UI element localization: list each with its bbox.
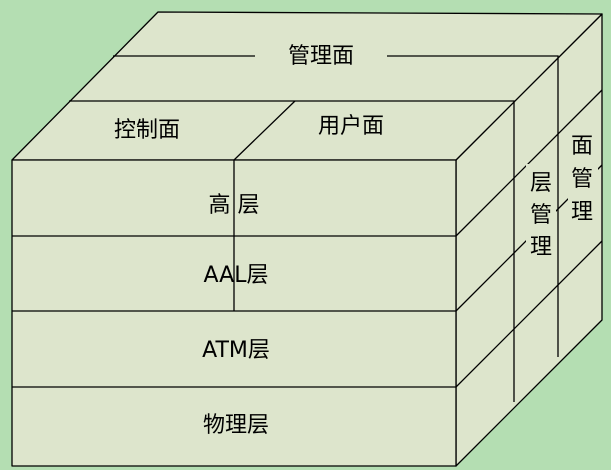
- layer-label-high: 高 层: [209, 193, 260, 218]
- plane-management-label-char-3: 理: [571, 200, 593, 225]
- layer-management-label-char-1: 层: [530, 171, 552, 196]
- top-layer-management-boundary: [69, 100, 515, 402]
- layer-management-label-char-2: 管: [530, 203, 552, 228]
- layer-label-aal: AAL层: [204, 263, 269, 288]
- side-divider-3: [455, 240, 603, 388]
- control-user-split-top: [233, 100, 296, 161]
- management-plane-label-bg: [255, 38, 387, 72]
- control-plane-label: 控制面: [114, 118, 180, 143]
- layer-management-label-bg: [526, 164, 556, 264]
- user-plane-label: 用户面: [318, 114, 384, 139]
- layer-label-physical: 物理层: [203, 413, 269, 438]
- management-plane-label: 管理面: [288, 44, 354, 69]
- side-divider-1: [455, 89, 603, 237]
- plane-management-label-char-2: 管: [571, 167, 593, 192]
- plane-management-label-bg: [568, 128, 598, 228]
- layer-label-atm: ATM层: [202, 338, 270, 363]
- layer-management-label-char-3: 理: [530, 235, 552, 260]
- plane-management-label-char-1: 面: [571, 134, 593, 159]
